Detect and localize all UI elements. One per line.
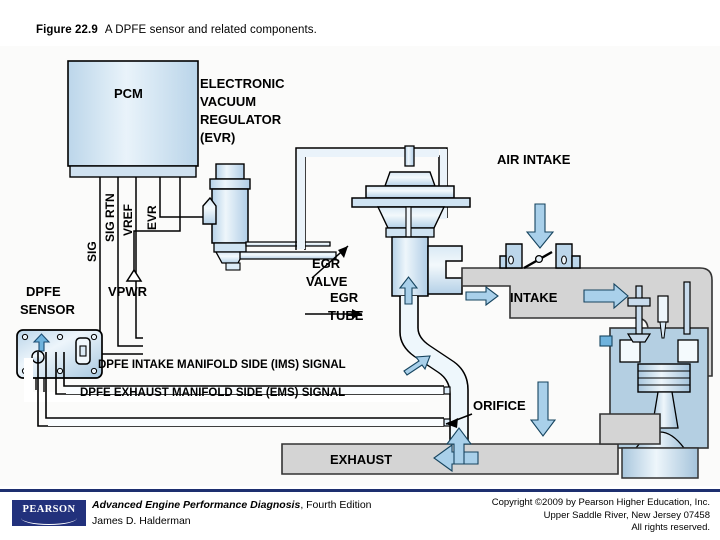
label-egr-tube-line2: TUBE [328,308,364,323]
egr-tube-flow-arrow [403,355,431,376]
ims-tube-fill [66,387,444,394]
book-author: James D. Halderman [92,515,191,527]
intake-flow-arrow-right [583,282,629,310]
evr-solenoid [202,163,251,271]
footer-rule [0,489,720,492]
label-pcm: PCM [114,86,143,101]
label-dpfe-line2: SENSOR [20,302,76,317]
slide-footer: PEARSON Advanced Engine Performance Diag… [0,492,720,540]
throttle-shaft [534,254,544,264]
label-vpwr: VPWR [108,284,148,299]
label-egr-valve-line1: EGR [312,256,341,271]
pearson-logo-text: PEARSON [22,504,76,515]
book-title-line: Advanced Engine Performance Diagnosis, F… [92,499,372,511]
label-egr-valve-line2: VALVE [306,274,348,289]
label-wire-sig-rtn: SIG RTN [103,193,117,242]
diagram-canvas: DPFE INTAKE MANIFOLD SIDE (IMS) SIGNAL D… [0,46,720,486]
label-wire-sig: SIG [85,241,99,262]
spark-plug [657,295,669,339]
book-title: Advanced Engine Performance Diagnosis [92,499,301,511]
egr-passage [427,245,463,295]
copyright-line-1: Copyright ©2009 by Pearson Higher Educat… [491,497,710,508]
egr-valve [351,145,471,297]
figure-caption-text: A DPFE sensor and related components. [104,24,317,36]
vacuum-line-fill [297,149,305,249]
label-exhaust: EXHAUST [330,452,392,467]
vpwr-ground-symbol [125,268,143,282]
label-dpfe-line1: DPFE [26,284,61,299]
label-wire-vref: VREF [121,204,135,236]
book-edition: , Fourth Edition [300,499,372,511]
exhaust-valve-stem [683,281,691,335]
egr-flow-arrow-up [398,276,419,305]
label-egr-tube-line1: EGR [330,290,359,305]
ems-tube-fill [48,419,444,426]
vacuum-line-fill-3 [440,149,447,219]
copyright-block: Copyright ©2009 by Pearson Higher Educat… [492,497,710,535]
intake-flow-arrow-left [465,285,499,307]
egr-tube-arrowhead [352,309,362,319]
label-ims-signal: DPFE INTAKE MANIFOLD SIDE (IMS) SIGNAL [98,359,346,371]
orifice-arrowhead [446,418,458,428]
label-evr-line3: REGULATOR [200,112,282,127]
exhaust-up-arrow [445,427,473,465]
label-air-intake: AIR INTAKE [497,152,571,167]
copyright-line-3: All rights reserved. [631,522,710,533]
figure-number: Figure 22.9 [36,24,98,36]
cylinder-port [599,335,613,347]
label-orifice: ORIFICE [473,398,526,413]
dpfe-up-arrow-icon [32,333,51,352]
throttle-body [499,243,581,270]
label-wire-evr: EVR [145,205,159,230]
copyright-line-2: Upper Saddle River, New Jersey 07458 [543,509,710,521]
pcm-module [67,60,199,178]
intake-downflow-arrow [529,381,557,437]
intake-valve-stem [635,285,643,335]
pearson-logo: PEARSON [12,500,86,526]
pearson-swoosh-icon [21,518,77,525]
label-evr-line2: VACUUM [200,94,256,109]
vacuum-line-fill-2 [297,149,439,157]
label-evr-line1: ELECTRONIC [200,76,285,91]
egr-valve-arrowhead [338,246,348,258]
crankcase [621,447,699,479]
air-intake-arrow [525,203,555,249]
orifice-port-ims [443,386,451,395]
label-intake: INTAKE [510,290,558,305]
figure-caption: Figure 22.9 A DPFE sensor and related com… [36,24,317,36]
label-evr-line4: (EVR) [200,130,235,145]
label-ems-signal: DPFE EXHAUST MANIFOLD SIDE (EMS) SIGNAL [80,387,345,399]
